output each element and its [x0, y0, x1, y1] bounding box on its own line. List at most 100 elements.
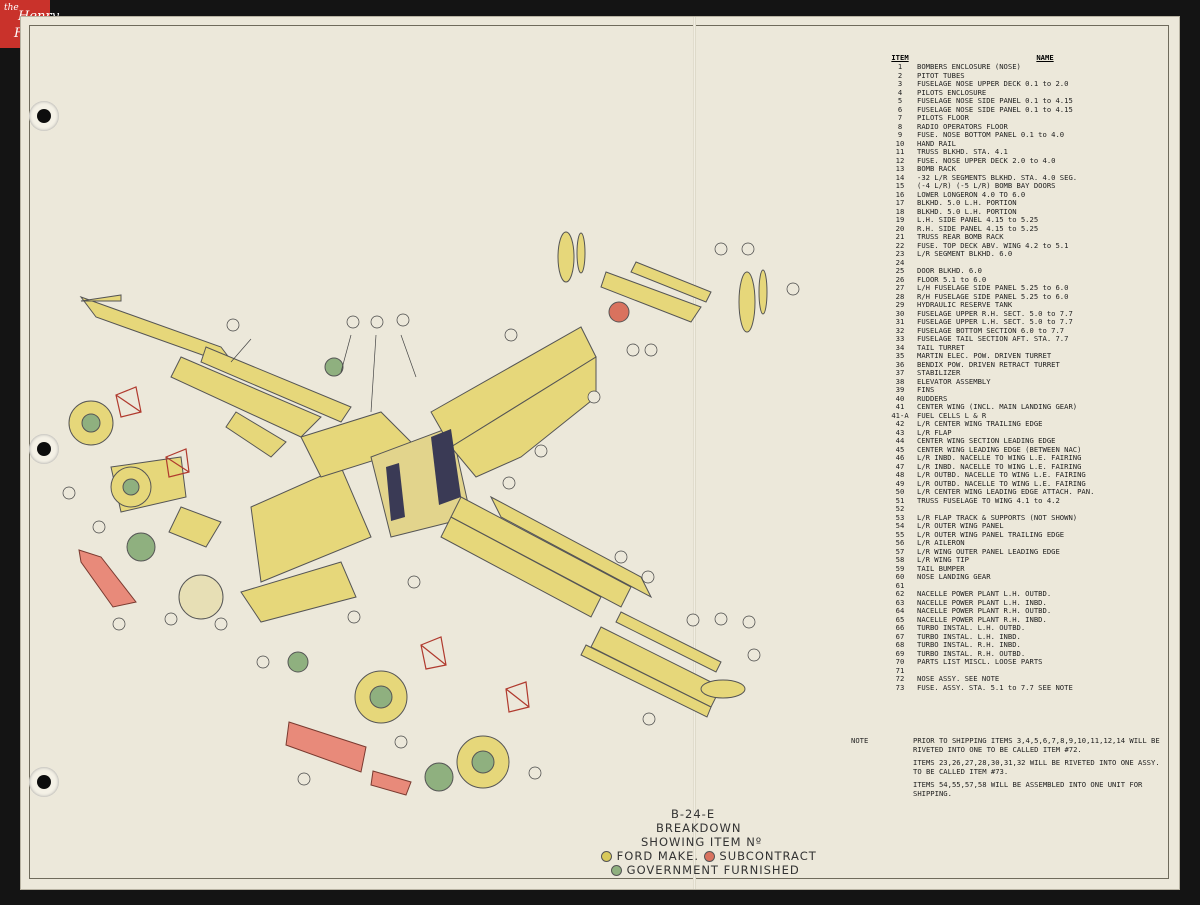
- callout-48: [502, 476, 516, 490]
- parts-list-row: 71: [883, 665, 1173, 676]
- parts-list-row: 61: [883, 580, 1173, 591]
- center-wing: [450, 496, 632, 608]
- parts-list-row: 11 TRUSS BLKHD. STA. 4.1: [883, 147, 1173, 157]
- item-number: 50: [895, 487, 905, 496]
- callout-28: [396, 313, 410, 327]
- item-number: 51: [895, 495, 905, 505]
- item-name: FUSE. TOP DECK ABV. WING 4.2 to 5.1: [917, 241, 1069, 250]
- left-wing-panel-b: [200, 346, 352, 423]
- callout-64: [528, 766, 542, 780]
- item-number: 61: [895, 580, 905, 590]
- item-name: BENDIX POW. DRIVEN RETRACT TURRET: [917, 360, 1060, 369]
- item-number: 72: [895, 674, 905, 683]
- item-number: 41-A: [891, 410, 909, 420]
- item-number: 64: [895, 606, 905, 615]
- item-number: 3: [897, 79, 903, 88]
- nose-bottom-panel: [240, 561, 357, 623]
- loose-parts-pile-left: [78, 549, 137, 608]
- leading-edge: [580, 644, 712, 718]
- turbo-lh-inbd: [165, 448, 190, 478]
- item-name: [917, 667, 1173, 676]
- item-name: L/R SEGMENT BLKHD. 6.0: [917, 250, 1013, 258]
- item-number: 73: [895, 682, 905, 692]
- truss-bulkhead: [431, 429, 461, 505]
- item-name: HYDRAULIC RESERVE TANK: [917, 301, 1013, 309]
- loose-parts-pile-bottom: [285, 721, 367, 773]
- legend-row-1: FORD MAKE. SUBCONTRACT: [601, 849, 841, 863]
- item-name: NOSE LANDING GEAR: [917, 573, 991, 581]
- callout-40: [786, 282, 800, 296]
- binder-hole-top: [29, 101, 59, 131]
- callout-58: [747, 648, 761, 662]
- item-name: L/R OUTER WING PANEL TRAILING EDGE: [917, 530, 1065, 539]
- item-name: NOSE ASSY. SEE NOTE: [917, 675, 1000, 683]
- nose-landing-gear-wheel: [287, 651, 309, 673]
- item-name: NACELLE POWER PLANT L.H. INBD.: [917, 598, 1047, 607]
- item-name: TAIL BUMPER: [917, 564, 965, 573]
- item-name: FUSE. NOSE BOTTOM PANEL 0.1 to 4.0: [917, 131, 1065, 139]
- item-name: TRUSS FUSELAGE TO WING 4.1 to 4.2: [917, 496, 1060, 505]
- item-name: NACELLE POWER PLANT R.H. INBD.: [917, 615, 1047, 624]
- item-number: 71: [895, 665, 905, 675]
- item-name: L/R WING TIP: [917, 556, 969, 564]
- bombers-enclosure-nose: [178, 574, 224, 620]
- note-line-3: ITEMS 54,55,57,58 WILL BE ASSEMBLED INTO…: [913, 780, 1143, 798]
- callout-56: [686, 613, 700, 627]
- item-name: L/R CENTER WING LEADING EDGE ATTACH. PAN…: [917, 488, 1095, 496]
- item-name: FLOOR 5.1 to 6.0: [917, 275, 987, 284]
- item-number: 27: [895, 283, 905, 292]
- item-name: L/R OUTBD. NACELLE TO WING L.E. FAIRING: [917, 479, 1086, 488]
- item-number: 67: [895, 631, 905, 641]
- callout-30: [504, 328, 518, 342]
- item-name: TRUSS BLKHD. STA. 4.1: [917, 148, 1008, 156]
- item-name: BLKHD. 5.0 L.H. PORTION: [917, 207, 1017, 216]
- item-column-header: ITEM: [891, 53, 909, 62]
- rudder: [576, 232, 586, 274]
- parts-list-row: 50 L/R CENTER WING LEADING EDGE ATTACH. P…: [883, 487, 1173, 497]
- item-number: 11: [895, 147, 905, 156]
- center-fuselage: [250, 466, 372, 583]
- item-name: CENTER WING SECTION LEADING EDGE: [917, 437, 1056, 445]
- callout-37: [644, 343, 658, 357]
- callout-70: [112, 617, 126, 631]
- item-name: TRUSS REAR BOMB RACK: [917, 233, 1004, 241]
- callout-38: [741, 242, 755, 256]
- item-number: 24: [895, 257, 905, 267]
- item-name: PITOT TUBES: [917, 71, 965, 80]
- item-number: 29: [895, 300, 905, 309]
- left-flap: [225, 411, 287, 458]
- item-name: [917, 505, 1173, 514]
- item-name: STABILIZER: [917, 369, 961, 377]
- item-name: [917, 259, 1173, 268]
- item-name: TURBO INSTAL. L.H. OUTBD.: [917, 624, 1026, 632]
- item-name: FUSELAGE UPPER R.H. SECT. 5.0 to 7.7: [917, 309, 1073, 318]
- item-name: FUSELAGE NOSE SIDE PANEL 0.1 to 4.15: [917, 105, 1073, 114]
- item-name: FUSELAGE NOSE SIDE PANEL 0.1 to 4.15: [917, 97, 1073, 105]
- item-name: TURBO INSTAL. R.H. OUTBD.: [917, 649, 1026, 658]
- note-label: NOTE: [851, 736, 869, 745]
- legend-government: GOVERNMENT FURNISHED: [626, 863, 800, 877]
- caption-title: BREAKDOWN: [656, 821, 742, 835]
- turbo-rh-outbd: [505, 681, 530, 713]
